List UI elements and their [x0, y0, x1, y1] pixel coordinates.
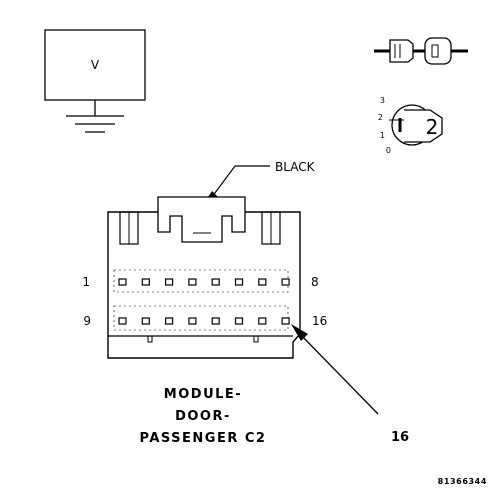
pin-cavity-3	[165, 278, 174, 286]
pin-label-9: 9	[83, 314, 91, 328]
pin-cavity-7	[258, 278, 267, 286]
pin-row-top	[118, 278, 290, 286]
selector-dial-icon	[389, 104, 443, 146]
connector-title-line-3: PASSENGER C2	[140, 431, 267, 446]
dial-scale-3: 3	[380, 96, 385, 105]
pin-cavity-13	[211, 317, 220, 325]
pin-cavity-16	[281, 317, 290, 325]
dial-scale-0: 0	[386, 146, 391, 155]
pin-label-1: 1	[82, 275, 90, 289]
pin-cavity-14	[234, 317, 244, 325]
pin-cavity-6	[234, 278, 244, 286]
dial-scale-1: 1	[380, 131, 385, 140]
pin-cavity-10	[141, 317, 150, 325]
pin-row-bottom	[118, 317, 290, 325]
connector-face	[107, 196, 301, 359]
voltmeter-icon	[44, 29, 146, 133]
pin-cavity-8	[281, 278, 290, 286]
pin-cavity-5	[211, 278, 220, 286]
connector-title-line-2: DOOR-	[175, 409, 231, 424]
dial-value: 2	[426, 115, 439, 139]
pin-cavity-1	[118, 278, 127, 286]
pin-cavity-15	[258, 317, 267, 325]
probe-connector-icon	[374, 37, 468, 65]
figure-code: 81366344	[438, 477, 487, 486]
pin-label-8: 8	[311, 275, 319, 289]
pin-callout-label: 16	[391, 430, 409, 445]
pin-cavity-12	[188, 317, 197, 325]
pin-callout-arrow	[291, 324, 379, 415]
meter-label: V	[91, 58, 100, 72]
connector-color-label: BLACK	[275, 160, 316, 174]
pin-cavity-4	[188, 278, 197, 286]
connector-title-line-1: MODULE-	[164, 387, 242, 402]
pin-cavity-2	[141, 278, 150, 286]
pin-cavity-11	[165, 317, 174, 325]
pin-label-16: 16	[312, 314, 327, 328]
dial-scale-2: 2	[378, 113, 383, 122]
pin-cavity-9	[118, 317, 127, 325]
